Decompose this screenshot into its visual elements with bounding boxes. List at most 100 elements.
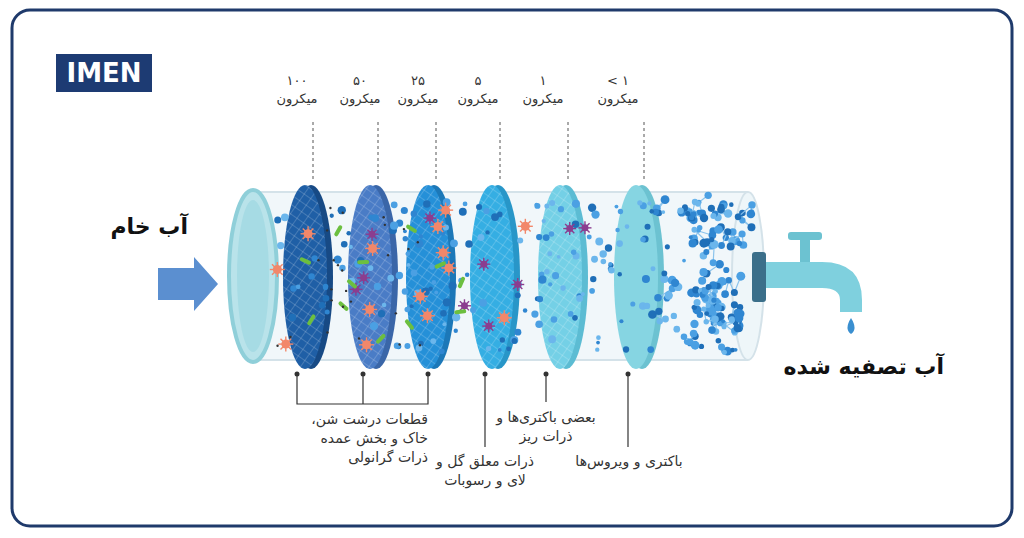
molecule — [549, 231, 554, 236]
virus-body — [304, 229, 313, 238]
molecule — [709, 237, 714, 242]
molecule — [419, 234, 423, 238]
virus — [578, 221, 591, 234]
molecule — [714, 225, 723, 234]
inlet-face — [237, 200, 269, 352]
molecule — [736, 272, 745, 281]
molecule — [697, 229, 701, 233]
molecule — [706, 303, 711, 308]
inlet-label: آب خام — [88, 212, 188, 242]
molecule — [537, 296, 543, 302]
molecule — [374, 283, 381, 290]
virus — [413, 289, 428, 304]
molecule — [500, 337, 505, 342]
filter-disc — [283, 185, 327, 369]
filter-disc — [406, 185, 450, 369]
molecule — [338, 206, 346, 214]
molecule — [690, 330, 698, 338]
molecule — [647, 201, 651, 205]
leader-line — [568, 122, 569, 180]
filter-disc — [470, 185, 514, 369]
molecule — [595, 238, 603, 246]
virus — [477, 258, 490, 271]
molecule — [323, 295, 330, 302]
molecule — [735, 314, 744, 323]
virus-body — [485, 323, 492, 330]
molecule — [571, 250, 576, 255]
virus-body — [439, 248, 448, 257]
speck — [398, 343, 400, 345]
speck — [330, 299, 332, 301]
molecule — [551, 316, 558, 323]
molecule — [697, 312, 704, 319]
molecule — [430, 338, 436, 344]
molecule — [349, 245, 353, 249]
leader-line — [644, 122, 645, 180]
molecule — [323, 284, 329, 290]
virus-body — [441, 206, 450, 215]
molecule — [405, 307, 410, 312]
molecule — [418, 341, 424, 347]
molecule — [694, 299, 701, 306]
molecule — [605, 244, 612, 251]
molecule — [662, 316, 669, 323]
molecule — [682, 259, 686, 263]
virus — [482, 320, 495, 333]
molecule — [410, 304, 414, 308]
bracket — [297, 374, 428, 404]
molecule — [443, 198, 451, 206]
molecule — [465, 240, 473, 248]
speck — [345, 290, 347, 292]
molecule — [281, 213, 289, 221]
virus — [278, 337, 293, 352]
molecule — [642, 275, 650, 283]
molecule — [478, 234, 485, 241]
molecule — [407, 263, 411, 267]
virus-body — [365, 305, 374, 314]
molecule — [701, 307, 706, 312]
molecule — [548, 282, 552, 286]
molecule — [544, 269, 549, 274]
micron-label: ۲۵ میکرون — [394, 72, 442, 107]
molecule — [428, 286, 432, 290]
bacterium — [306, 314, 316, 326]
molecule — [416, 345, 423, 352]
logo-text: IMEN — [66, 58, 141, 88]
bacterium — [334, 225, 343, 237]
virus — [270, 262, 285, 277]
molecule — [411, 210, 417, 216]
molecule — [323, 285, 328, 290]
molecule — [572, 315, 578, 321]
molecule — [401, 207, 408, 214]
molecule — [695, 201, 701, 207]
molecule — [615, 205, 619, 209]
molecule — [452, 313, 460, 321]
molecule — [608, 262, 612, 266]
molecule — [485, 230, 489, 234]
virus — [366, 228, 379, 241]
molecule — [346, 231, 351, 236]
molecule — [731, 289, 738, 296]
molecule — [715, 260, 723, 268]
molecule — [547, 251, 552, 256]
molecule — [543, 234, 550, 241]
speck — [382, 216, 384, 218]
speck — [387, 254, 389, 256]
leader-lines — [313, 122, 644, 180]
molecule — [572, 200, 580, 208]
molecule — [535, 320, 543, 328]
molecule — [623, 346, 629, 352]
molecule — [479, 299, 487, 307]
molecule — [517, 237, 523, 243]
outlet-cap — [752, 252, 766, 302]
molecule — [723, 267, 729, 273]
molecule — [587, 235, 592, 240]
molecule — [308, 273, 314, 279]
disc-mesh — [538, 185, 582, 369]
molecule — [718, 344, 725, 351]
molecule — [615, 228, 619, 232]
molecule — [552, 272, 559, 279]
molecule — [661, 210, 665, 214]
leader-dot — [426, 372, 431, 377]
